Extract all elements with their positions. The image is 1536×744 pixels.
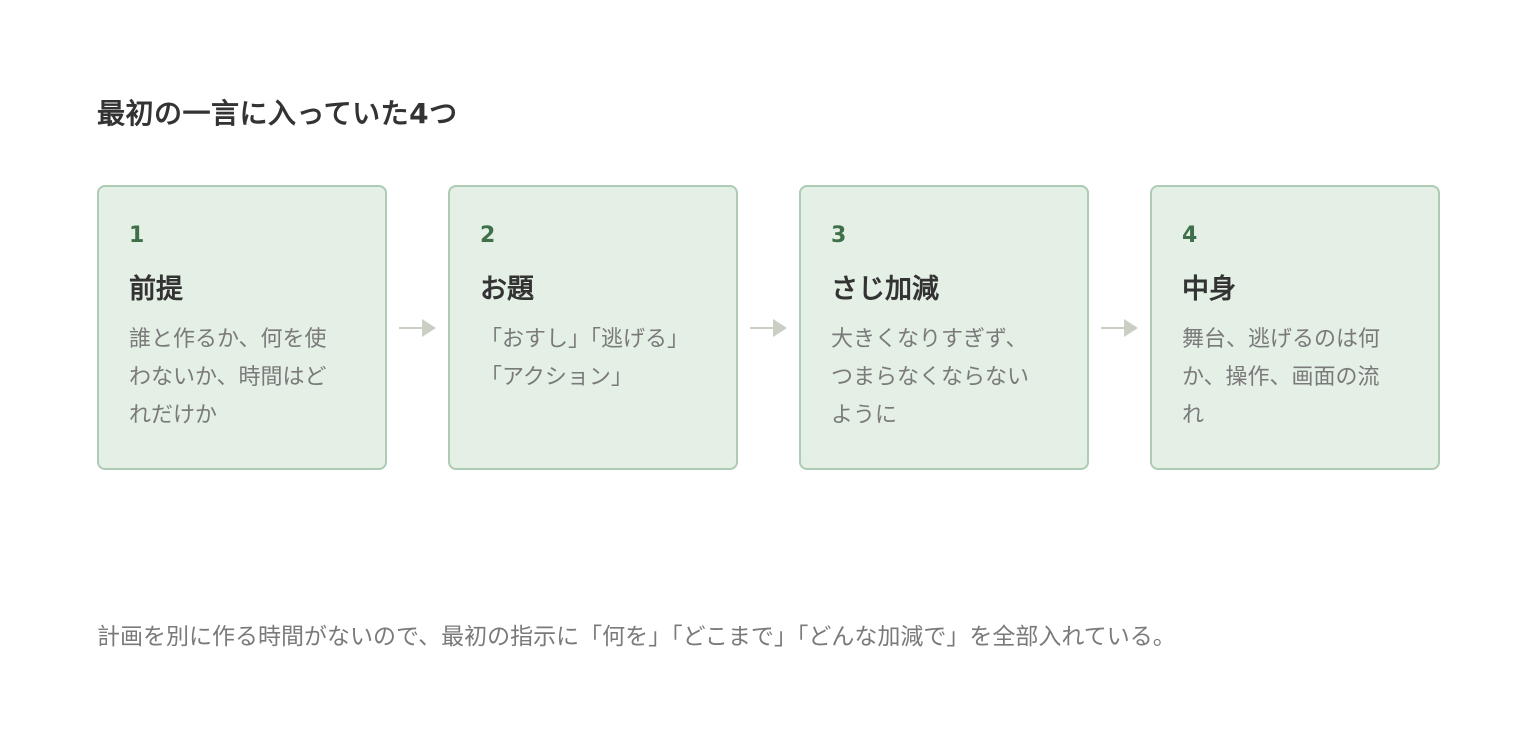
caption-text: 計画を別に作る時間がないので、最初の指示に「何を」「どこまで」「どんな加減で」を… (97, 624, 1176, 650)
arrow-right-icon (1089, 185, 1150, 470)
step-number: 2 (480, 223, 496, 248)
step-number: 3 (831, 223, 847, 248)
step-title: 前提 (129, 274, 183, 305)
step-title: お題 (480, 274, 534, 305)
step-number: 1 (129, 223, 145, 248)
step-title: さじ加減 (831, 274, 939, 305)
step-card-2: 2 お題 「おすし」「逃げる」 「アクション」 (448, 185, 738, 470)
step-card-1: 1 前提 誰と作るか、何を使 わないか、時間はど れだけか (97, 185, 387, 470)
step-description: 舞台、逃げるのは何 か、操作、画面の流 れ (1182, 327, 1381, 428)
step-description: 大きくなりすぎず、 つまらなくならない ように (831, 327, 1030, 428)
step-description: 「おすし」「逃げる」 「アクション」 (480, 327, 690, 390)
step-number: 4 (1182, 223, 1198, 248)
step-flow: 1 前提 誰と作るか、何を使 わないか、時間はど れだけか 2 お題 「おすし」… (97, 185, 1440, 470)
step-card-3: 3 さじ加減 大きくなりすぎず、 つまらなくならない ように (799, 185, 1089, 470)
arrow-right-icon (738, 185, 799, 470)
arrow-right-icon (387, 185, 448, 470)
diagram-title: 最初の一言に入っていた4つ (97, 97, 458, 130)
step-title: 中身 (1182, 274, 1236, 305)
step-card-4: 4 中身 舞台、逃げるのは何 か、操作、画面の流 れ (1150, 185, 1440, 470)
step-description: 誰と作るか、何を使 わないか、時間はど れだけか (129, 327, 327, 428)
